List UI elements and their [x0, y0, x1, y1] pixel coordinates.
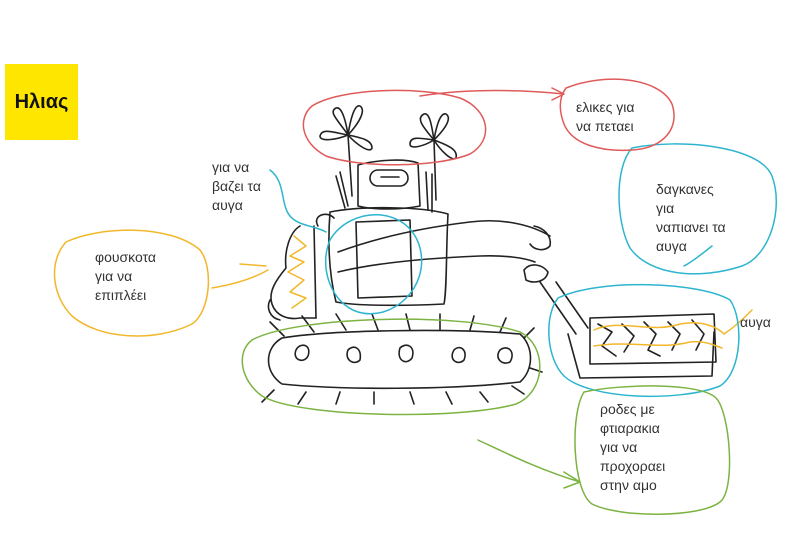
bubbles-arrow: [211, 263, 269, 289]
body-circle: [325, 214, 423, 315]
propellers-label-circle: [559, 78, 675, 152]
claws-label-circle: [618, 143, 778, 275]
green-notes: [241, 318, 731, 515]
bubbles-label-circle: [53, 229, 210, 337]
yellow-notes: [53, 229, 753, 349]
claws-arrow: [683, 245, 713, 267]
propellers-label: ελικες για να πεταει: [576, 99, 635, 134]
sticky-note-name: Ηλιας: [14, 90, 69, 113]
eggs-hatch-label: για να βαζει τα αυγα: [212, 159, 261, 213]
eggs-label: αυγα: [740, 314, 771, 330]
wheels-label: ροδες με φτιαρακια για να προχοραει στην…: [600, 401, 666, 493]
track: [261, 313, 543, 405]
machine-body: [267, 206, 449, 321]
propellers-arrow: [419, 87, 565, 101]
propellers-circle: [302, 89, 487, 166]
propeller-right: [409, 113, 458, 201]
red-notes: [302, 78, 675, 166]
wheels-arrow: [477, 439, 581, 489]
wheels-label-circle: [574, 385, 731, 515]
propeller-left: [319, 105, 373, 197]
bubbles-label: φουσκοτα για να επιπλέει: [95, 249, 157, 303]
egg-tray: [589, 313, 717, 365]
egg-scribble: [593, 309, 753, 349]
machine-arm: [337, 219, 715, 379]
name-sticky-note: Ηλιας: [5, 64, 78, 140]
blue-notes: [269, 143, 778, 398]
wheels-circle: [241, 318, 541, 416]
claw-circle: [548, 283, 740, 398]
eggs-hatch-arrow: [269, 169, 327, 233]
machine-drawing: [261, 105, 717, 405]
claws-label: δαγκανες για ναπιανει τα αυγα: [656, 181, 726, 254]
bubbles-scribble: [287, 235, 307, 309]
